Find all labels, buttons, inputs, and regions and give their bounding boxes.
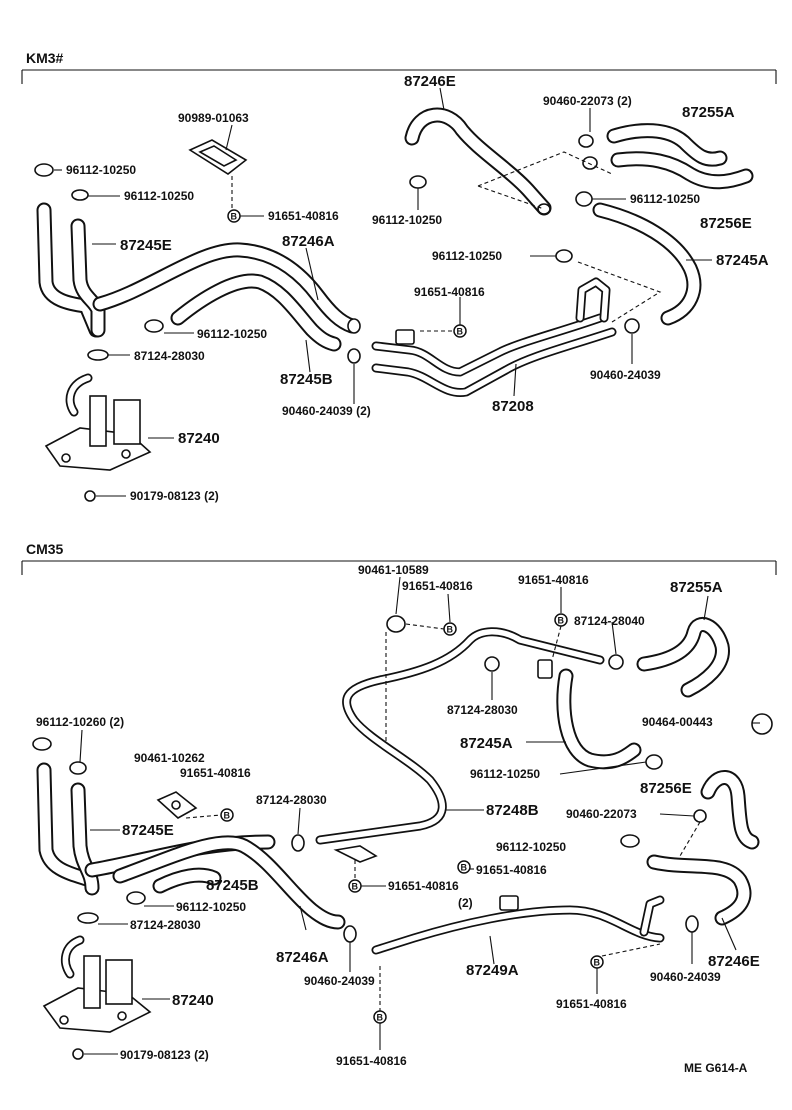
label-87124-28030: 87124-28030 xyxy=(447,703,518,717)
hose-87256e-km3 xyxy=(610,151,754,190)
label-87240: 87240 xyxy=(178,430,220,447)
part-labels: 87246E 90460-22073 (2) 87255A 90989-0106… xyxy=(36,73,769,1068)
leader-lines-cm35 xyxy=(79,576,760,1055)
hose-87246e-cm35 xyxy=(646,854,752,926)
section-frame-cm35 xyxy=(21,560,777,575)
hose-87246e-km3 xyxy=(404,107,552,216)
label-87246a: 87246A xyxy=(282,233,335,250)
label-90464-00443: 90464-00443 xyxy=(642,715,713,729)
label-96112-10250: 96112-10250 xyxy=(197,327,267,341)
hose-87246a-cm35 xyxy=(112,835,346,930)
bolts-km3: B B xyxy=(227,209,467,338)
label-90460-22073: 90460-22073 xyxy=(566,807,637,821)
hose-87245a-km3 xyxy=(592,202,702,326)
label-96112-10250: 96112-10250 xyxy=(432,249,502,263)
label-87245a: 87245A xyxy=(716,252,769,269)
label-87255a: 87255A xyxy=(670,579,723,596)
label-91651-40816: 91651-40816 xyxy=(180,766,251,780)
hose-87245a-cm35 xyxy=(556,668,642,770)
diagram-code: ME G614-A xyxy=(684,1061,748,1075)
label-90179-08123-2: 90179-08123 (2) xyxy=(120,1048,209,1062)
valve-87240-km3 xyxy=(44,373,152,471)
label-87124-28030: 87124-28030 xyxy=(130,918,201,932)
svg-text:B: B xyxy=(224,811,231,821)
label-91651-40816: 91651-40816 xyxy=(414,285,485,299)
label-87124-28040: 87124-28040 xyxy=(574,614,645,628)
label-91651-40816-2: 91651-40816 xyxy=(388,879,459,893)
label-96112-10250: 96112-10250 xyxy=(124,189,194,203)
label-90460-24039: 90460-24039 xyxy=(590,368,661,382)
svg-text:B: B xyxy=(457,327,464,337)
label-96112-10250: 96112-10250 xyxy=(496,840,566,854)
label-87245e: 87245E xyxy=(122,822,174,839)
hose-87245b-km3 xyxy=(170,273,342,352)
svg-text:B: B xyxy=(352,882,359,892)
label-96112-10250: 96112-10250 xyxy=(176,900,246,914)
svg-text:B: B xyxy=(461,863,468,873)
hose-87246a-km3 xyxy=(92,242,360,334)
svg-text:B: B xyxy=(231,212,238,222)
label-91651-40816: 91651-40816 xyxy=(476,863,547,877)
label-90179-08123-2: 90179-08123 (2) xyxy=(130,489,219,503)
label-96112-10250: 96112-10250 xyxy=(372,213,442,227)
label-qty-2: (2) xyxy=(458,896,473,910)
bolts-cm35: B B B B B B B xyxy=(220,613,604,1024)
label-87248b: 87248B xyxy=(486,802,539,819)
label-90460-24039: 90460-24039 xyxy=(304,974,375,988)
label-96112-10250: 96112-10250 xyxy=(630,192,700,206)
label-91651-40816: 91651-40816 xyxy=(336,1054,407,1068)
pipe-87248b-cm35 xyxy=(315,627,605,863)
label-87249a: 87249A xyxy=(466,962,519,979)
label-91651-40816: 91651-40816 xyxy=(556,997,627,1011)
clamps-km3 xyxy=(34,134,640,502)
label-90461-10589: 90461-10589 xyxy=(358,563,429,577)
label-87245b: 87245B xyxy=(206,877,259,894)
dashed-leaders-cm35 xyxy=(185,623,701,1011)
label-90460-24039-2: 90460-24039 (2) xyxy=(282,404,371,418)
svg-text:B: B xyxy=(377,1013,384,1023)
grommet-90989-km3 xyxy=(188,139,248,175)
section-frame-km3 xyxy=(21,69,777,84)
leader-lines-km3 xyxy=(54,87,712,497)
hose-87245b-cm35 xyxy=(152,867,222,894)
hose-87245e-km3 xyxy=(36,202,106,338)
label-87124-28030: 87124-28030 xyxy=(134,349,205,363)
label-87245a: 87245A xyxy=(460,735,513,752)
svg-text:B: B xyxy=(594,958,601,968)
label-87124-28030: 87124-28030 xyxy=(256,793,327,807)
label-91651-40816: 91651-40816 xyxy=(268,209,339,223)
label-87256e: 87256E xyxy=(700,215,752,232)
label-87246e: 87246E xyxy=(708,953,760,970)
label-87246e: 87246E xyxy=(404,73,456,90)
section-label-cm35: CM35 xyxy=(26,541,64,557)
hose-87255a-km3 xyxy=(606,123,728,167)
label-91651-40816: 91651-40816 xyxy=(402,579,473,593)
label-87208: 87208 xyxy=(492,398,534,415)
label-87256e: 87256E xyxy=(640,780,692,797)
hose-87256e-cm35 xyxy=(700,770,760,850)
label-87245e: 87245E xyxy=(120,237,172,254)
label-90460-24039: 90460-24039 xyxy=(650,970,721,984)
label-96112-10250: 96112-10250 xyxy=(470,767,540,781)
label-90461-10262: 90461-10262 xyxy=(134,751,205,765)
label-96112-10250: 96112-10250 xyxy=(66,163,136,177)
svg-text:B: B xyxy=(447,625,454,635)
section-label-km3: KM3# xyxy=(26,50,64,66)
label-90989-01063: 90989-01063 xyxy=(178,111,249,125)
svg-text:B: B xyxy=(558,616,565,626)
pipe-87249a-cm35 xyxy=(371,895,665,955)
valve-87240-cm35 xyxy=(42,935,152,1033)
pipe-87208-km3 xyxy=(371,277,617,397)
label-87255a: 87255A xyxy=(682,104,735,121)
label-87246a: 87246A xyxy=(276,949,329,966)
label-87240: 87240 xyxy=(172,992,214,1009)
label-96112-10260-2: 96112-10260 (2) xyxy=(36,715,124,729)
label-91651-40816: 91651-40816 xyxy=(518,573,589,587)
grommet-90461-cm35 xyxy=(156,791,198,819)
label-90460-22073-2: 90460-22073 (2) xyxy=(543,94,632,108)
hose-87255a-cm35 xyxy=(636,617,730,698)
dashed-leaders-km3 xyxy=(231,151,662,332)
label-87245b: 87245B xyxy=(280,371,333,388)
